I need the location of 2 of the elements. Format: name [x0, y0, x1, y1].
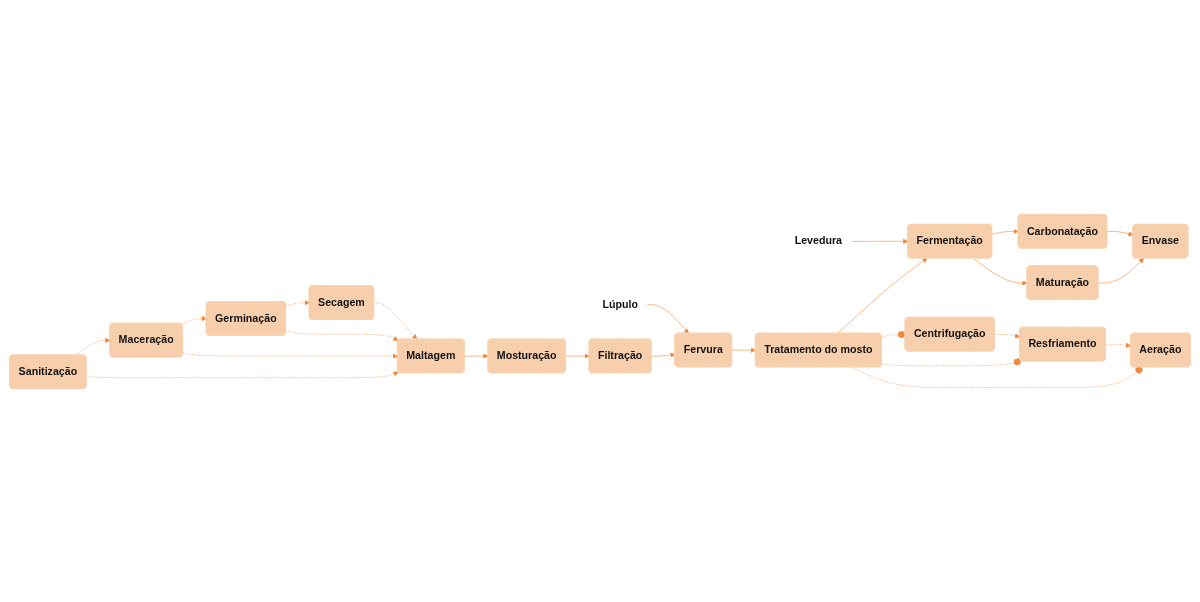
node-text: Levedura	[794, 234, 843, 247]
node-text: Lúpulo	[602, 297, 638, 310]
